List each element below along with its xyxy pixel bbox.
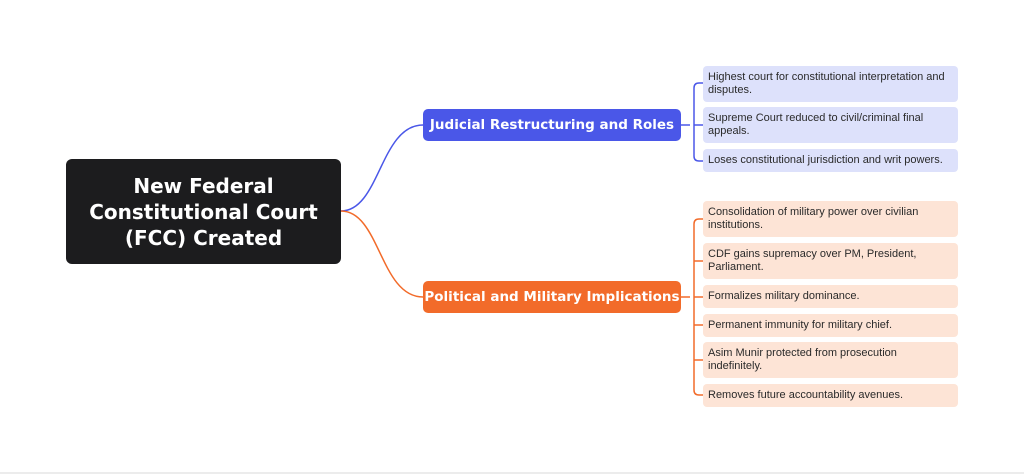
connector-branch-2-leaf-1 <box>693 218 703 225</box>
leaf-node[interactable]: CDF gains supremacy over PM, President, … <box>703 243 958 279</box>
connector-branch-1-leaf-1 <box>693 82 703 89</box>
leaf-node[interactable]: Asim Munir protected from prosecution in… <box>703 342 958 378</box>
branch-node-judicial-restructuring[interactable]: Judicial Restructuring and Roles <box>423 109 681 141</box>
root-node-title: New Federal Constitutional Court (FCC) C… <box>89 173 318 250</box>
connector-branch-2-leaf-6 <box>693 389 703 396</box>
leaf-node-text: CDF gains supremacy over PM, President, … <box>708 247 917 274</box>
leaf-node-text: Consolidation of military power over civ… <box>708 205 919 232</box>
root-node[interactable]: New Federal Constitutional Court (FCC) C… <box>66 159 341 264</box>
leaf-node-text: Supreme Court reduced to civil/criminal … <box>708 111 924 138</box>
leaf-node[interactable]: Permanent immunity for military chief. <box>703 314 958 337</box>
leaf-node[interactable]: Formalizes military dominance. <box>703 285 958 308</box>
leaf-node[interactable]: Removes future accountability avenues. <box>703 384 958 407</box>
branch-node-label: Judicial Restructuring and Roles <box>429 117 675 133</box>
leaf-node[interactable]: Loses constitutional jurisdiction and wr… <box>703 149 958 172</box>
leaf-node-text: Formalizes military dominance. <box>708 289 860 302</box>
connector-root-to-branch-2 <box>340 210 424 298</box>
branch-node-label: Political and Military Implications <box>424 289 680 305</box>
leaf-node[interactable]: Supreme Court reduced to civil/criminal … <box>703 107 958 143</box>
branch-node-political-military[interactable]: Political and Military Implications <box>423 281 681 313</box>
leaf-node[interactable]: Consolidation of military power over civ… <box>703 201 958 237</box>
leaf-node-text: Highest court for constitutional interpr… <box>708 70 945 97</box>
leaf-node-text: Removes future accountability avenues. <box>708 388 904 401</box>
leaf-node-text: Permanent immunity for military chief. <box>708 318 892 331</box>
connector-branch-1-leaf-3 <box>693 155 703 162</box>
leaf-node[interactable]: Highest court for constitutional interpr… <box>703 66 958 102</box>
leaf-node-text: Loses constitutional jurisdiction and wr… <box>708 153 943 166</box>
connector-root-to-branch-1 <box>340 124 424 212</box>
leaf-node-text: Asim Munir protected from prosecution in… <box>708 346 897 373</box>
bottom-divider <box>0 472 1024 474</box>
